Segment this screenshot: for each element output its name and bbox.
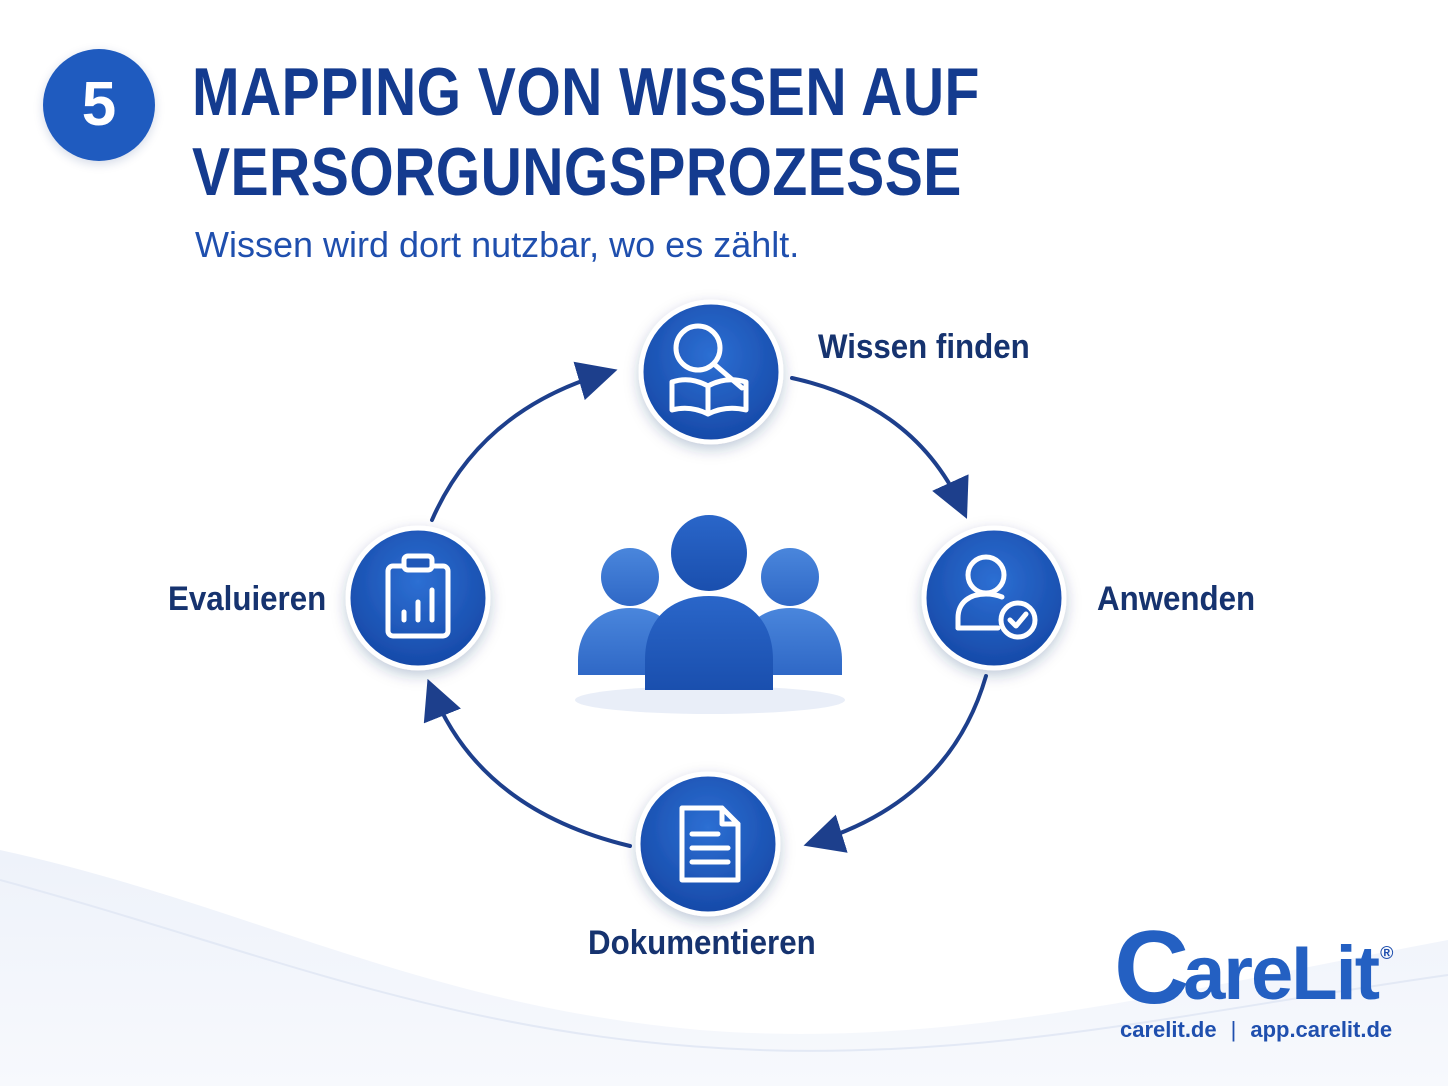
logo-text: areLit — [1183, 931, 1380, 1016]
arrow-dokumentieren-to-evaluieren — [423, 678, 632, 848]
arrow-anwenden-to-dokumentieren — [803, 674, 988, 853]
label-anwenden: Anwenden — [1097, 580, 1256, 618]
arrow-evaluieren-to-finden — [430, 361, 618, 522]
link-carelit-de[interactable]: carelit.de — [1120, 1017, 1217, 1042]
node-evaluieren — [345, 525, 491, 671]
arrow-finden-to-anwenden — [790, 376, 969, 519]
carelit-logo: CareLit® — [1114, 903, 1393, 1024]
page-title: MAPPING VON WISSEN AUF VERSORGUNGSPROZES… — [192, 52, 980, 212]
group-people-icon — [575, 515, 845, 714]
link-app-carelit-de[interactable]: app.carelit.de — [1250, 1017, 1393, 1042]
logo-letter-c: C — [1114, 910, 1189, 1026]
node-wissen-finden — [638, 299, 784, 445]
registered-mark: ® — [1380, 943, 1394, 963]
label-evaluieren: Evaluieren — [168, 580, 327, 618]
page-subtitle: Wissen wird dort nutzbar, wo es zählt. — [195, 224, 800, 265]
document-icon — [679, 805, 741, 883]
search-book-icon — [669, 323, 749, 417]
title-line-1: MAPPING VON WISSEN AUF — [192, 54, 980, 130]
step-number-badge: 5 — [43, 49, 155, 161]
label-wissen-finden: Wissen finden — [818, 328, 1030, 366]
label-dokumentieren: Dokumentieren — [588, 924, 816, 962]
footer-links: carelit.de | app.carelit.de — [1120, 1017, 1392, 1043]
user-check-icon — [955, 554, 1038, 640]
node-anwenden — [921, 525, 1067, 671]
clipboard-chart-icon — [385, 553, 451, 639]
node-dokumentieren — [635, 771, 781, 917]
title-line-2: VERSORGUNGSPROZESSE — [192, 134, 962, 210]
link-separator: | — [1230, 1017, 1237, 1042]
